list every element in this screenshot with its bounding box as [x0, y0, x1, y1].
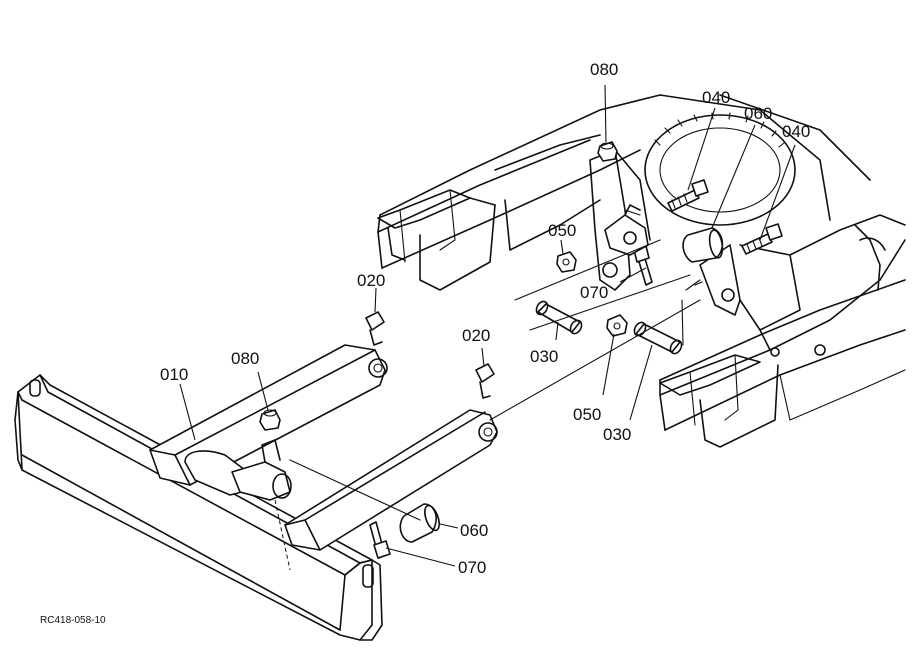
callout-070-lower: 070 [458, 558, 486, 577]
callout-010: 010 [160, 365, 188, 384]
blade-center-pivot [184, 439, 292, 501]
pin-060-upper [682, 227, 724, 263]
nut-080-lower [259, 409, 281, 431]
tractor-frame [377, 94, 906, 448]
callout-050-lower: 050 [573, 405, 601, 424]
nut-050-lower [606, 314, 628, 337]
pin-030-lower [633, 321, 683, 355]
callout-060-lower: 060 [460, 521, 488, 540]
callout-080-lower: 080 [231, 349, 259, 368]
callout-labels: 010 080 020 020 080 040 060 040 050 070 … [160, 60, 810, 577]
assembly-lines [274, 239, 703, 571]
pin-060-lower [399, 503, 440, 543]
callout-030-lower: 030 [603, 425, 631, 444]
callout-020-right: 020 [462, 326, 490, 345]
grease-nipple-right [475, 363, 495, 399]
nut-080-upper [597, 141, 618, 162]
callout-020-left: 020 [357, 271, 385, 290]
callout-080-upper: 080 [590, 60, 618, 79]
diagram-reference-code: RC418-058-10 [40, 615, 106, 626]
callout-060-upper: 060 [744, 104, 772, 123]
bolt-070-lower [369, 521, 391, 559]
grease-nipple-left [365, 311, 385, 346]
callout-040-right: 040 [782, 122, 810, 141]
bolt-040-center [667, 179, 709, 212]
callout-040-center: 040 [702, 88, 730, 107]
blade-arm-right [284, 409, 498, 551]
callout-070-upper: 070 [580, 283, 608, 302]
dozer-blade [14, 374, 383, 641]
pin-030-upper [535, 300, 583, 335]
bolt-040-right [741, 223, 783, 255]
callout-030-upper: 030 [530, 347, 558, 366]
leader-lines [179, 84, 796, 567]
nut-050-upper [556, 251, 577, 273]
callout-050-upper: 050 [548, 221, 576, 240]
